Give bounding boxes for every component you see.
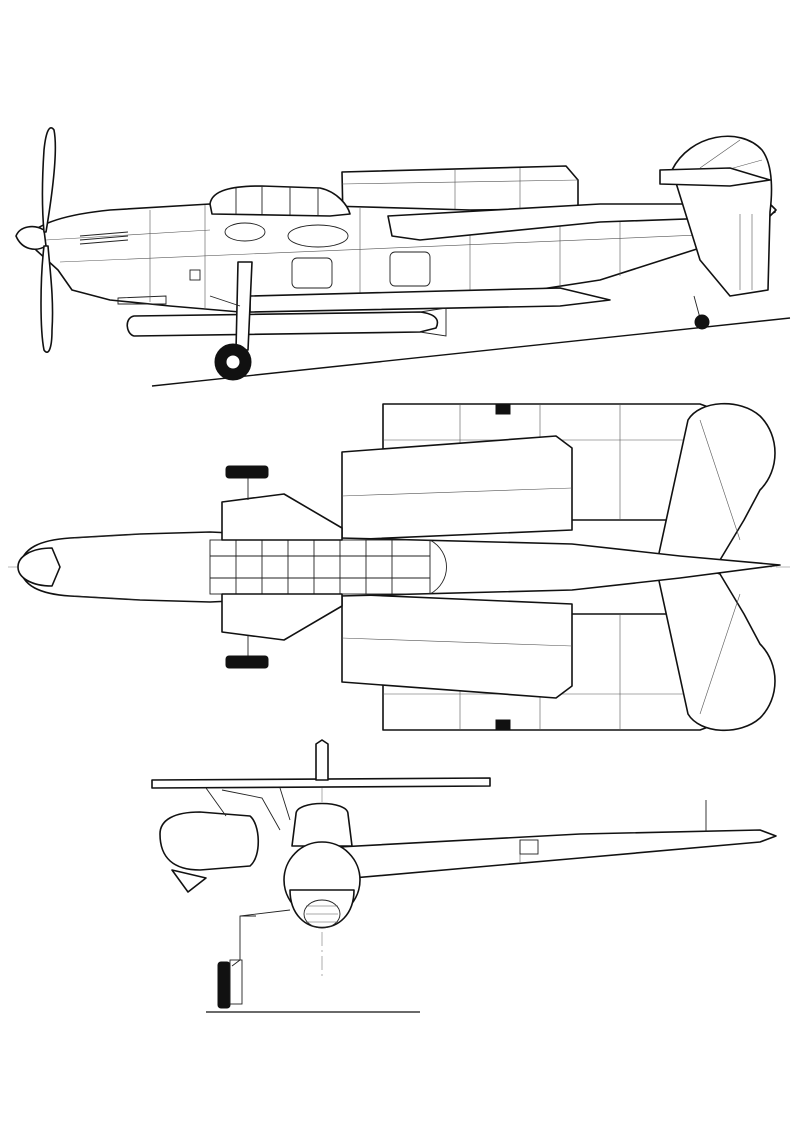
side-view bbox=[15, 126, 791, 387]
front-fuselage bbox=[283, 802, 361, 929]
front-view bbox=[151, 739, 777, 1013]
ground-line bbox=[151, 317, 791, 387]
front-lower-wing bbox=[319, 829, 777, 881]
top-main-gear bbox=[225, 465, 269, 669]
side-main-gear bbox=[209, 261, 253, 381]
side-tail-wheel bbox=[693, 295, 710, 330]
side-fuselage bbox=[15, 185, 776, 313]
top-view bbox=[8, 402, 792, 732]
top-inner-flaps bbox=[341, 435, 573, 699]
propeller-icon bbox=[40, 126, 57, 354]
front-upper-wing bbox=[151, 777, 491, 789]
top-fuselage bbox=[17, 531, 781, 603]
front-main-gear bbox=[217, 909, 291, 1009]
front-fin bbox=[315, 739, 329, 781]
side-tail bbox=[659, 135, 773, 297]
torpedo bbox=[126, 307, 447, 337]
front-left-nacelle bbox=[159, 811, 260, 871]
top-stub-wings bbox=[221, 493, 343, 641]
top-tailplane bbox=[655, 402, 776, 732]
